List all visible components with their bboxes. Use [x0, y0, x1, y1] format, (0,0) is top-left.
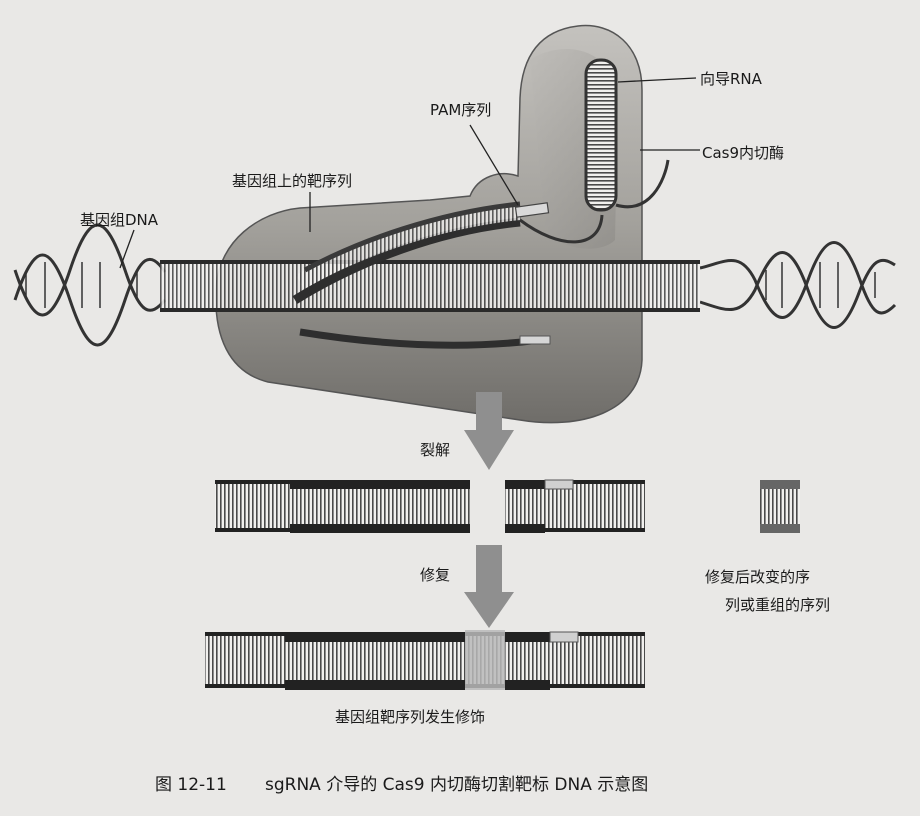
- inserted-sequence: [760, 480, 800, 533]
- label-repair: 修复: [420, 566, 450, 584]
- genomic-dna-right: [700, 243, 895, 328]
- label-altered-line1: 修复后改变的序: [705, 568, 810, 586]
- cleaved-fragment-left: [215, 480, 470, 533]
- caption-figure-number: 图 12-11: [155, 775, 227, 795]
- label-genomic-dna: 基因组DNA: [80, 211, 159, 229]
- caption-text: sgRNA 介导的 Cas9 内切酶切割靶标 DNA 示意图: [265, 775, 648, 795]
- label-cas9: Cas9内切酶: [702, 144, 784, 162]
- label-pam: PAM序列: [430, 101, 491, 119]
- cleaved-fragment-right: [505, 480, 645, 533]
- label-modified: 基因组靶序列发生修饰: [335, 708, 485, 726]
- label-guide-rna: 向导RNA: [700, 70, 763, 88]
- label-cleavage: 裂解: [420, 441, 450, 459]
- genomic-dna-left: [15, 225, 165, 345]
- dna-duplex-through-protein: [160, 262, 700, 310]
- label-target-sequence: 基因组上的靶序列: [232, 172, 352, 190]
- label-altered-line2: 列或重组的序列: [725, 596, 830, 614]
- down-arrow-repair: [464, 545, 514, 628]
- repaired-dna: [205, 630, 645, 690]
